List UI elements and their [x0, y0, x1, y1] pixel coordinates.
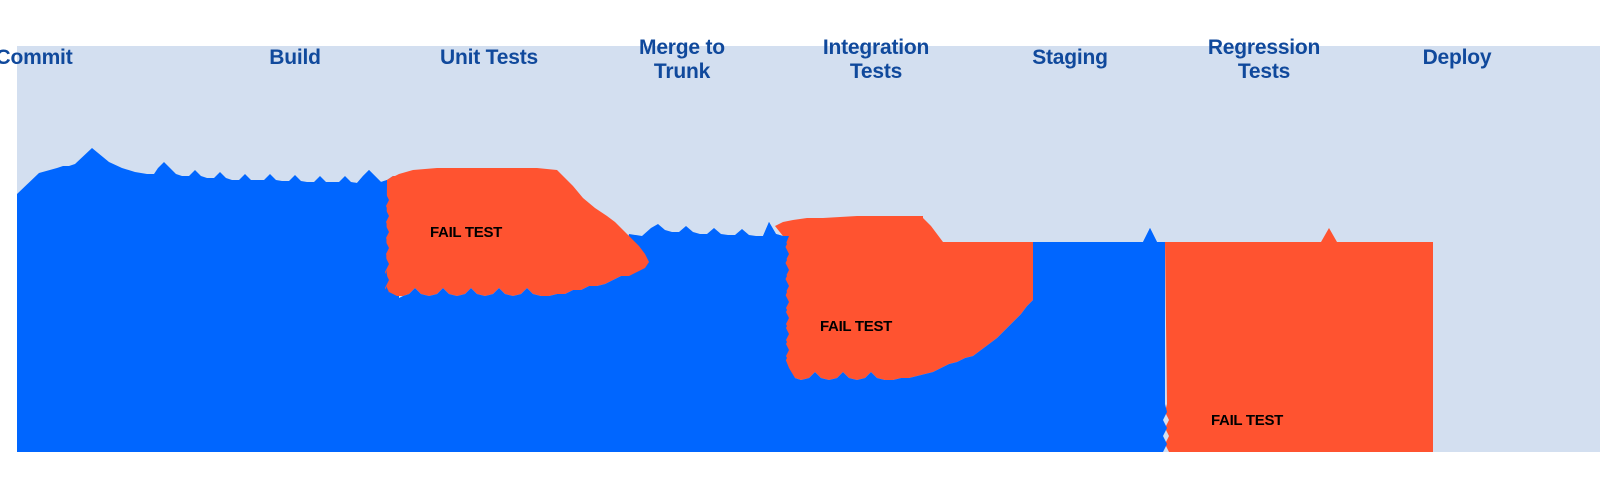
pass-flow-under-integration-fail	[763, 222, 1033, 452]
pass-flow-under-unit-fail	[347, 170, 621, 452]
fail-test-label-unit-tests: FAIL TEST	[430, 224, 503, 241]
fail-band-unit-tests-body	[385, 168, 649, 296]
pipeline-panel	[17, 46, 1600, 452]
fail-band-regression-tests	[1163, 228, 1433, 452]
pass-flow-area	[17, 148, 399, 452]
fail-test-label-integration-tests: FAIL TEST	[820, 318, 893, 335]
pipeline-flow-svg	[17, 148, 1433, 452]
fail-band-integration-tests	[775, 216, 1033, 380]
pass-flow-under-regression-fail	[1137, 228, 1167, 452]
pass-flow-staging	[1033, 228, 1165, 452]
fail-test-label-regression-tests: FAIL TEST	[1211, 412, 1284, 429]
pass-flow-midsection	[621, 222, 789, 452]
